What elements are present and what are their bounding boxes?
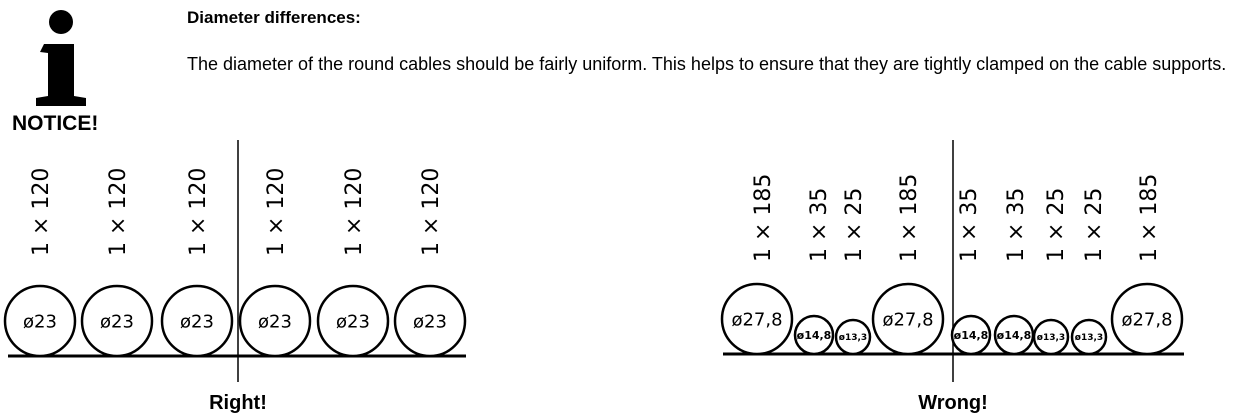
right-cable-spec: 1 × 120 (419, 168, 444, 256)
right-cable-spec: 1 × 120 (264, 168, 289, 256)
wrong-cable-diameter: ø14,8 (954, 329, 989, 342)
wrong-cable-diameter: ø27,8 (1121, 309, 1172, 330)
wrong-cable-circle (793, 314, 835, 356)
wrong-cable-spec: 1 × 35 (1004, 188, 1029, 262)
wrong-cable-diameter: ø13,3 (1037, 333, 1065, 343)
wrong-cable-diameter: ø13,3 (1075, 333, 1103, 343)
right-example: ø23 1 × 120 ø23 1 × 120 ø23 1 × 120 ø23 1 × 120… (3, 140, 467, 414)
wrong-cable-spec: 1 × 35 (957, 188, 982, 262)
right-cable-circle (316, 284, 390, 358)
notice-label: NOTICE! (12, 112, 99, 135)
right-cable-diameter: ø23 (180, 311, 214, 332)
right-cable-spec: 1 × 120 (106, 168, 131, 256)
right-cable-circle (3, 284, 77, 358)
wrong-cable-circle (720, 282, 794, 356)
wrong-cable-circle (1032, 318, 1070, 356)
notice-heading: Diameter differences: (187, 8, 361, 27)
right-caption: Right! (209, 392, 267, 414)
wrong-cable-diameter: ø14,8 (797, 329, 832, 342)
right-cable-diameter: ø23 (413, 311, 447, 332)
right-cable-diameter: ø23 (23, 311, 57, 332)
right-cable-circle (238, 284, 312, 358)
wrong-cable-circle (1110, 282, 1184, 356)
right-cable-circle (80, 284, 154, 358)
right-cable-spec: 1 × 120 (29, 168, 54, 256)
notice-body: The diameter of the round cables should … (187, 54, 1227, 74)
right-cable-circle (393, 284, 467, 358)
wrong-cable-spec: 1 × 35 (807, 188, 832, 262)
wrong-cable-circle (1070, 318, 1108, 356)
wrong-cable-spec: 1 × 185 (1137, 174, 1162, 262)
wrong-cable-spec: 1 × 25 (842, 188, 867, 262)
info-i-icon (36, 10, 86, 106)
right-cable-diameter: ø23 (336, 311, 370, 332)
wrong-cable-circle (950, 314, 992, 356)
right-cable-diameter: ø23 (100, 311, 134, 332)
wrong-cable-circle (871, 282, 945, 356)
wrong-cable-spec: 1 × 25 (1044, 188, 1069, 262)
wrong-caption: Wrong! (918, 392, 988, 414)
wrong-cable-circle (834, 318, 872, 356)
right-cable-spec: 1 × 120 (186, 168, 211, 256)
wrong-cable-diameter: ø27,8 (731, 309, 782, 330)
right-cable-circle (160, 284, 234, 358)
right-cable-spec: 1 × 120 (342, 168, 367, 256)
wrong-cable-spec: 1 × 25 (1082, 188, 1107, 262)
wrong-cable-diameter: ø27,8 (882, 309, 933, 330)
wrong-cable-spec: 1 × 185 (751, 174, 776, 262)
right-cable-diameter: ø23 (258, 311, 292, 332)
wrong-example: ø27,8 1 × 185 ø14,8 1 × 35 ø13,3 1 × 25 ø27,8 1… (720, 140, 1184, 414)
wrong-cable-diameter: ø13,3 (839, 333, 867, 343)
wrong-cable-diameter: ø14,8 (997, 329, 1032, 342)
wrong-cable-spec: 1 × 185 (897, 174, 922, 262)
